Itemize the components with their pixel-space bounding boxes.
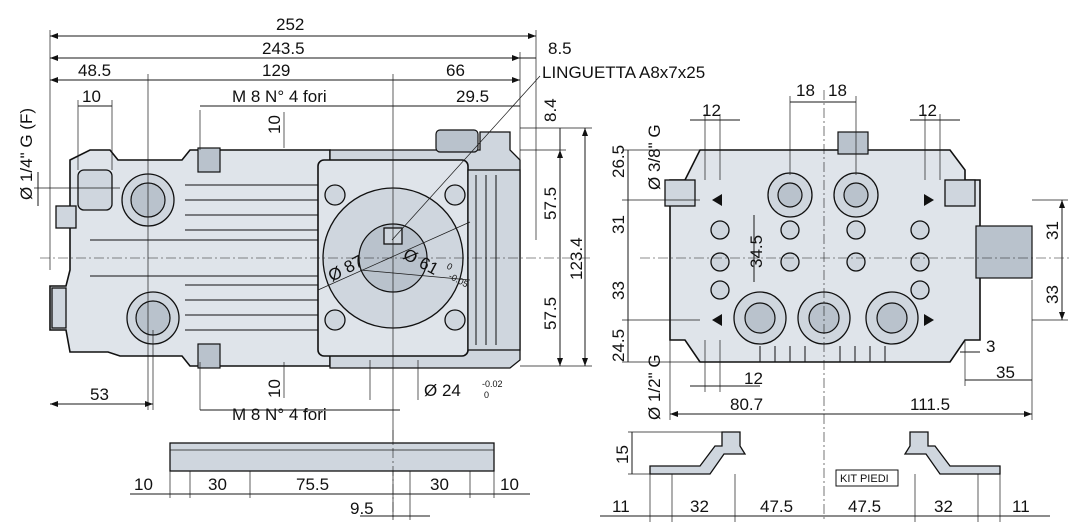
dim-24-5: 24.5	[609, 329, 628, 362]
side-fins	[90, 184, 330, 331]
plate-dim-10-left: 10	[134, 475, 153, 494]
side-dimensions	[34, 30, 592, 520]
kit-dim-15: 15	[613, 445, 632, 464]
dim-33-left: 33	[609, 281, 628, 300]
dim-10-top: 10	[265, 115, 284, 134]
front-labels: 18 18 12 12 Ø 3/8" G 26.5 31 33 24.5 Ø 1…	[609, 81, 1062, 420]
kit-dim-32-right: 32	[934, 497, 953, 516]
dim-10-bottom: 10	[265, 379, 284, 398]
kit-dim-32-left: 32	[690, 497, 709, 516]
plate-dim-30-left: 30	[208, 475, 227, 494]
feet-kit: KIT PIEDI 15 11 32 47.5 47.5 32 11	[600, 431, 1050, 522]
label-port-top: Ø 3/8" G	[645, 124, 664, 190]
dim-12-top-left: 12	[702, 101, 721, 120]
dim-35: 35	[996, 363, 1015, 382]
base-plate: 10 30 75.5 30 10 9.5	[130, 430, 530, 520]
dim-129: 129	[262, 61, 290, 80]
kit-dim-11-right: 11	[1012, 497, 1030, 516]
dim-111-5: 111.5	[910, 395, 950, 414]
dim-12-top-right: 12	[918, 101, 937, 120]
dim-29-5: 29.5	[456, 87, 489, 106]
kit-piedi-label: KIT PIEDI	[840, 473, 889, 485]
dim-123-4: 123.4	[567, 237, 586, 280]
label-port-bottom: Ø 1/2" G	[645, 354, 664, 420]
plate-dim-9-5: 9.5	[350, 499, 374, 518]
kit-dim-47-5-left: 47.5	[760, 497, 793, 516]
dim-53: 53	[90, 385, 109, 404]
front-bottom-fins	[759, 346, 886, 362]
front-bolt-grid	[710, 172, 930, 345]
dim-57-5-top: 57.5	[541, 187, 560, 220]
dim-66: 66	[446, 61, 465, 80]
plate-dim-75-5: 75.5	[296, 475, 329, 494]
dim-57-5-bottom: 57.5	[541, 297, 560, 330]
dim-3: 3	[986, 337, 995, 356]
label-inlet-thread: Ø 1/4" G (F)	[17, 108, 36, 200]
dim-34-5: 34.5	[747, 235, 766, 268]
dim-80-7: 80.7	[730, 395, 763, 414]
kit-dim-47-5-right: 47.5	[848, 497, 881, 516]
dim-18-right: 18	[828, 81, 847, 100]
dim-18-left: 18	[796, 81, 815, 100]
dim-8-4: 8.4	[541, 98, 560, 122]
side-view-pump	[49, 129, 521, 369]
dim-8-5: 8.5	[548, 39, 572, 58]
side-labels: 252 243.5 8.5 48.5 129 66 LINGUETTA A8x7…	[17, 15, 705, 424]
tol-d24-lower: 0	[484, 390, 489, 400]
plate-dim-30-right: 30	[430, 475, 449, 494]
dim-10-port: 10	[82, 87, 101, 106]
dim-31-right: 31	[1043, 221, 1062, 240]
label-linguetta: LINGUETTA A8x7x25	[542, 63, 705, 82]
front-view-pump	[664, 131, 1033, 363]
label-bolts-bottom: M 8 N° 4 fori	[232, 405, 327, 424]
tol-d24-upper: -0.02	[482, 379, 503, 389]
dim-26-5: 26.5	[609, 145, 628, 178]
dim-12-bottom: 12	[744, 369, 763, 388]
dim-48-5: 48.5	[78, 61, 111, 80]
dim-252: 252	[276, 15, 304, 34]
front-dimensions	[622, 90, 1070, 520]
plate-dim-10-right: 10	[500, 475, 519, 494]
dim-33-right: 33	[1043, 285, 1062, 304]
label-d24: Ø 24	[424, 381, 461, 400]
dim-243-5: 243.5	[262, 39, 305, 58]
kit-dim-11-left: 11	[612, 497, 630, 516]
tol-d61-upper: 0	[445, 261, 454, 272]
label-bolts-top: M 8 N° 4 fori	[232, 87, 327, 106]
dim-31-left: 31	[609, 215, 628, 234]
